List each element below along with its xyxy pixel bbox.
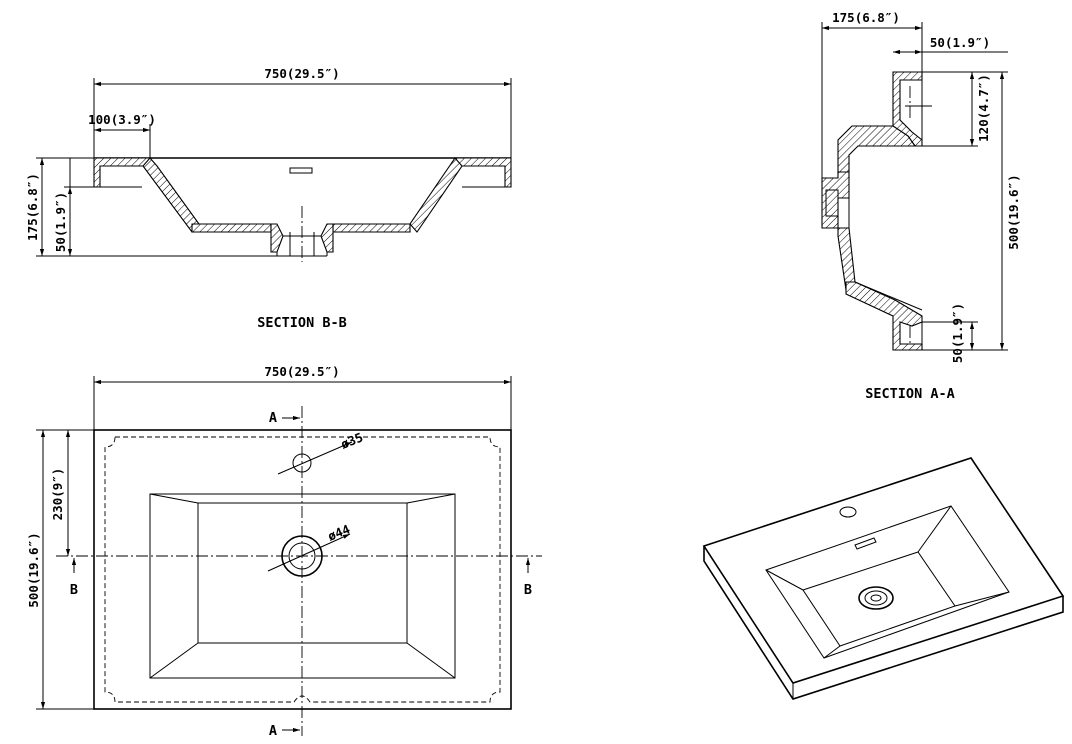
- basin-floor: [197, 502, 408, 644]
- top-width-label: 750(29.5″): [264, 364, 339, 379]
- bb-height-label: 175(6.8″): [25, 173, 40, 241]
- iso-faucet-hole: [839, 506, 857, 518]
- top-length-label: 500(19.6″): [26, 532, 41, 607]
- section-bb-title: SECTION B-B: [257, 315, 346, 331]
- aa-front-label: 50(1.9″): [950, 303, 965, 363]
- basin-rim: [149, 493, 456, 679]
- isometric-view: [702, 457, 1065, 700]
- basin-outline: [93, 429, 512, 710]
- aa-edge-label: 50(1.9″): [930, 35, 990, 50]
- section-a-marker-bottom: A: [269, 723, 277, 739]
- section-aa-view: 175(6.8″) 50(1.9″) 120(4.7″) 500(19.6″) …: [821, 10, 1021, 402]
- aa-back-label: 120(4.7″): [976, 74, 991, 142]
- section-b-marker-right: B: [524, 582, 532, 598]
- iso-top-surface: [702, 457, 1065, 684]
- section-a-marker-top: A: [269, 410, 277, 426]
- top-view: 750(29.5″) 500(19.6″) 230(9″) ø35 ø44 A …: [26, 364, 542, 739]
- iso-basin-opening: [765, 505, 1010, 659]
- section-bb-view: 750(29.5″) 100(3.9″) 175(6.8″) 50(1.9″) …: [25, 66, 512, 331]
- overflow-slot: [289, 167, 313, 174]
- drain-hole-label: ø44: [326, 521, 353, 543]
- aa-depth-label: 175(6.8″): [832, 10, 900, 25]
- aa-length-label: 500(19.6″): [1006, 174, 1021, 249]
- bb-rim-label: 100(3.9″): [88, 112, 156, 127]
- bb-width-label: 750(29.5″): [264, 66, 339, 81]
- bb-edge-label: 50(1.9″): [53, 192, 68, 252]
- section-b-marker-left: B: [70, 582, 78, 598]
- faucet-hole-label: ø35: [339, 429, 366, 451]
- center-dim-label: 230(9″): [50, 468, 65, 521]
- section-aa-title: SECTION A-A: [865, 386, 954, 402]
- iso-drain: [858, 586, 894, 610]
